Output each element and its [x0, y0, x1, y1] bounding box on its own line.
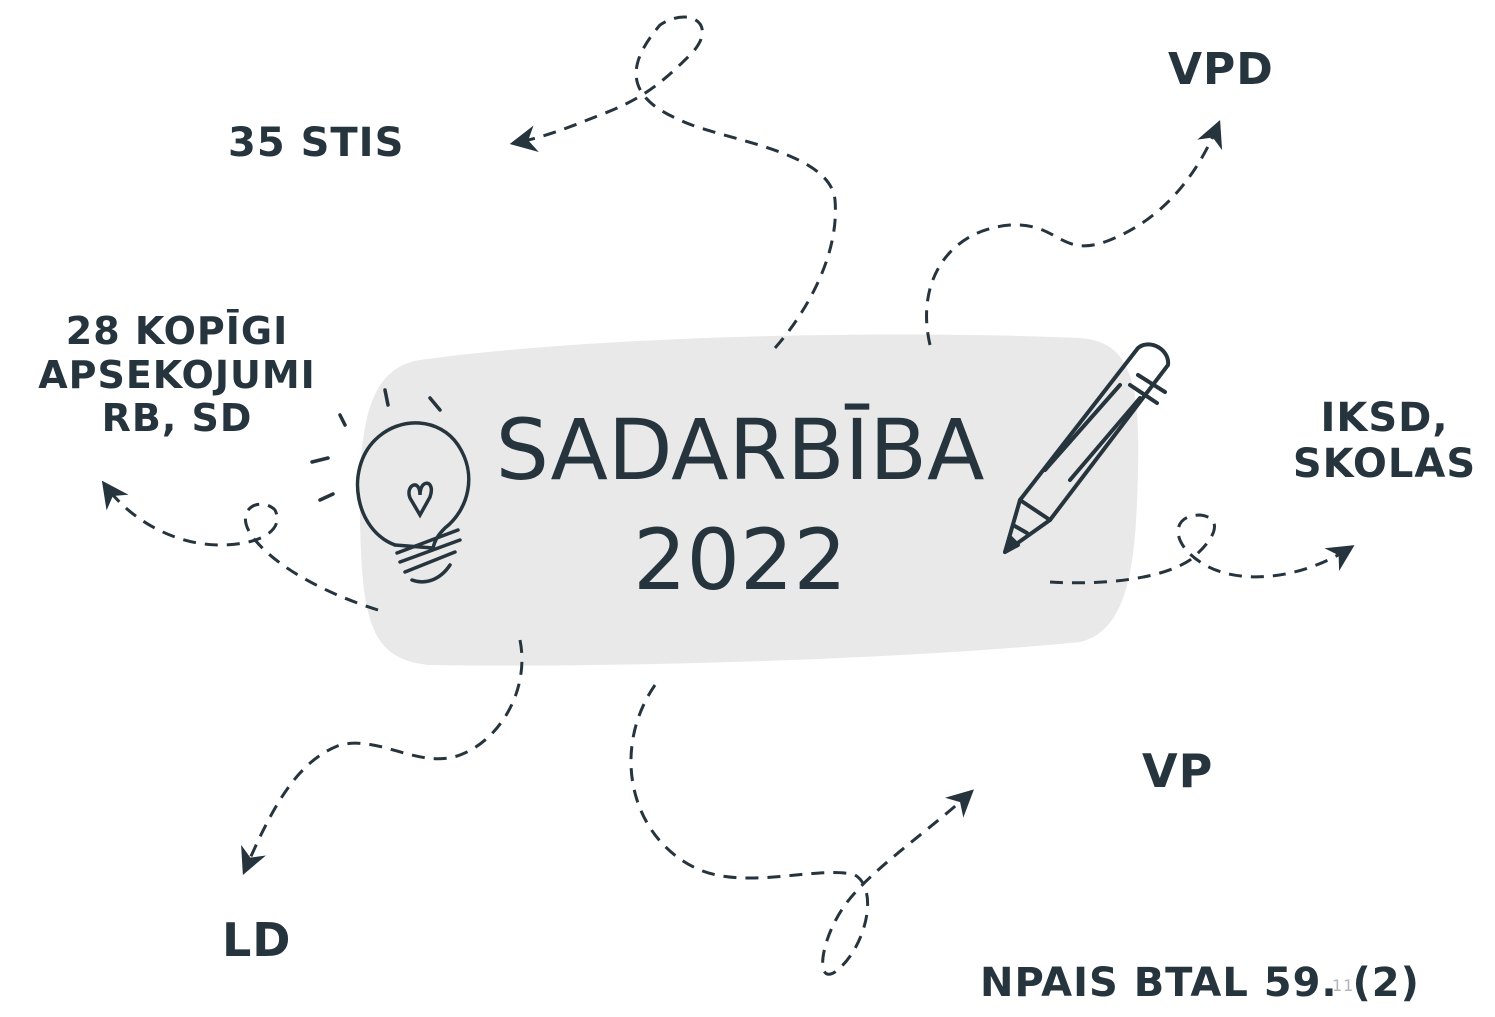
node-iksd-skolas: IKSD, SKOLAS: [1282, 395, 1487, 487]
node-npais-btal: NPAIS BTAL 59. (2): [980, 960, 1420, 1006]
node-iksd-line1: IKSD,: [1320, 395, 1449, 441]
node-vpd: VPD: [1168, 44, 1274, 95]
connector-to-vp: [629, 684, 974, 976]
node-kopigi-line2: APSEKOJUMI: [38, 352, 316, 397]
center-bubble: [359, 334, 1139, 666]
connector-to-ld: [241, 639, 524, 875]
connector-to-iksd: [1049, 513, 1355, 585]
page-number: 11: [1332, 976, 1355, 995]
connector-to-kopigi: [101, 480, 379, 612]
pencil-icon: [1003, 342, 1171, 554]
node-35-stis: 35 STIS: [228, 120, 405, 166]
connector-to-35-stis: [509, 15, 837, 349]
node-kopigi-line3: RB, SD: [101, 396, 253, 441]
center-title-line2: 2022: [633, 511, 847, 609]
node-vp: VP: [1142, 744, 1214, 798]
connector-to-vpd: [925, 120, 1223, 346]
node-kopigi-line1: 28 KOPĪGI: [65, 309, 289, 353]
node-ld: LD: [222, 913, 292, 967]
node-kopigi-apsekojumi: 28 KOPĪGI APSEKOJUMI RB, SD: [12, 309, 342, 441]
lightbulb-icon: [310, 388, 471, 584]
node-iksd-line2: SKOLAS: [1292, 441, 1477, 487]
center-title-line1: SADARBĪBA: [495, 401, 985, 499]
